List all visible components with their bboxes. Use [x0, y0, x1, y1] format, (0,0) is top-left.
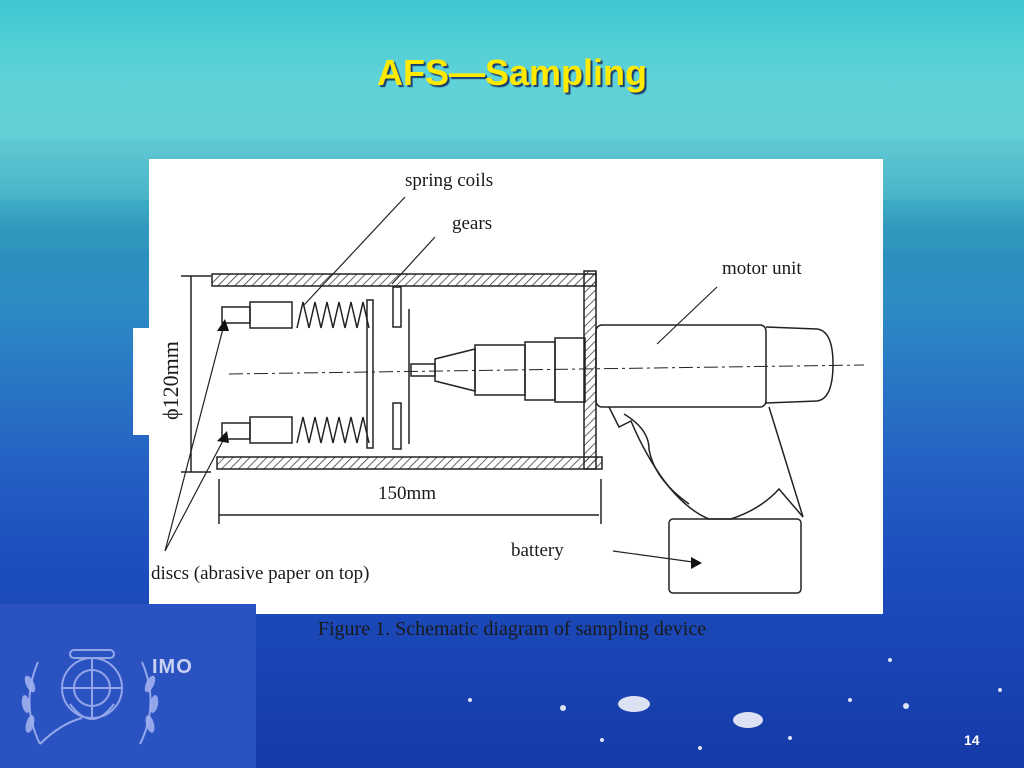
- label-spring-coils: spring coils: [405, 170, 494, 191]
- imo-logo-text: IMO: [152, 656, 193, 678]
- label-discs: discs (abrasive paper on top): [151, 563, 370, 584]
- figure-caption: Figure 1. Schematic diagram of sampling …: [317, 618, 707, 640]
- logo-area: [0, 604, 256, 768]
- label-diameter: ϕ120mm: [158, 341, 183, 420]
- housing-bottom-wall: [216, 456, 603, 470]
- diagram-panel: [149, 159, 883, 614]
- housing-top-wall: [211, 273, 597, 287]
- imo-emblem-icon: [21, 649, 159, 745]
- spring-coil-top: [296, 301, 370, 329]
- sampling-device-diagram: [164, 196, 865, 594]
- label-gears: gears: [452, 213, 493, 234]
- battery-pack: [668, 518, 802, 594]
- slide-title: AFS—Sampling: [376, 52, 648, 93]
- label-length: 150mm: [378, 483, 437, 504]
- label-motor-unit: motor unit: [722, 258, 802, 279]
- light-sparkles: [468, 658, 1002, 750]
- dimension-label-box: [133, 328, 183, 435]
- page-number: 14: [964, 732, 980, 748]
- label-battery: battery: [511, 540, 564, 561]
- housing-end-wall: [583, 270, 597, 470]
- spring-coil-bottom: [296, 416, 370, 444]
